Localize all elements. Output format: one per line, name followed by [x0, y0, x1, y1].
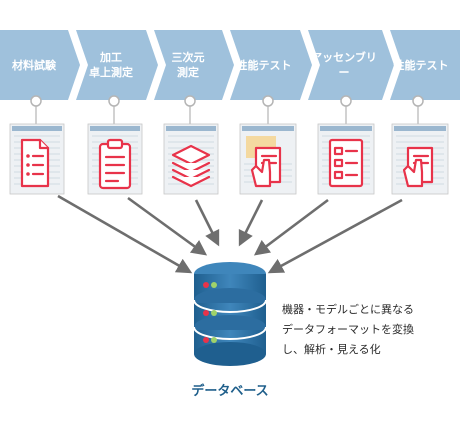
step-label-material-test: 材料試験: [12, 58, 56, 72]
hand-document-icon: [250, 146, 282, 188]
step-connectors: [35, 100, 419, 124]
form-list-icon: [328, 138, 364, 188]
step-label-3d-measurement: 三次元 測定: [171, 51, 205, 79]
description-line: し、解析・見える化: [282, 343, 381, 356]
database-indicator-lights: [203, 282, 217, 343]
chevron-step-6: [390, 30, 460, 100]
chevron-step-4: [230, 30, 312, 100]
database-icon: [193, 262, 267, 366]
description-line: データフォーマットを変換: [282, 323, 414, 336]
step-label-assembly: アッセンブリー: [311, 51, 377, 79]
layers-icon: [171, 144, 211, 188]
document-list-icon: [20, 138, 50, 188]
hand-document-icon: [402, 146, 434, 188]
chevron-step-5: [308, 30, 394, 100]
flow-arrows: [57, 194, 403, 274]
database-label: データベース: [191, 384, 269, 399]
process-chevrons: [0, 30, 460, 100]
description-line: 機器・モデルごとに異なる: [282, 303, 414, 316]
screenshot-cards: [9, 123, 449, 195]
step-label-machining: 加工 卓上測定: [89, 51, 133, 79]
step-label-performance-test-2: 性能テスト: [393, 58, 449, 72]
chevron-step-1: [0, 30, 80, 100]
step-label-performance-test: 性能テスト: [236, 58, 292, 72]
connector-dots: [30, 95, 424, 107]
clipboard-icon: [98, 138, 132, 190]
chevron-step-2: [76, 30, 158, 100]
database-description: 機器・モデルごとに異なる データフォーマットを変換 し、解析・見える化: [282, 300, 457, 360]
chevron-step-3: [154, 30, 234, 100]
